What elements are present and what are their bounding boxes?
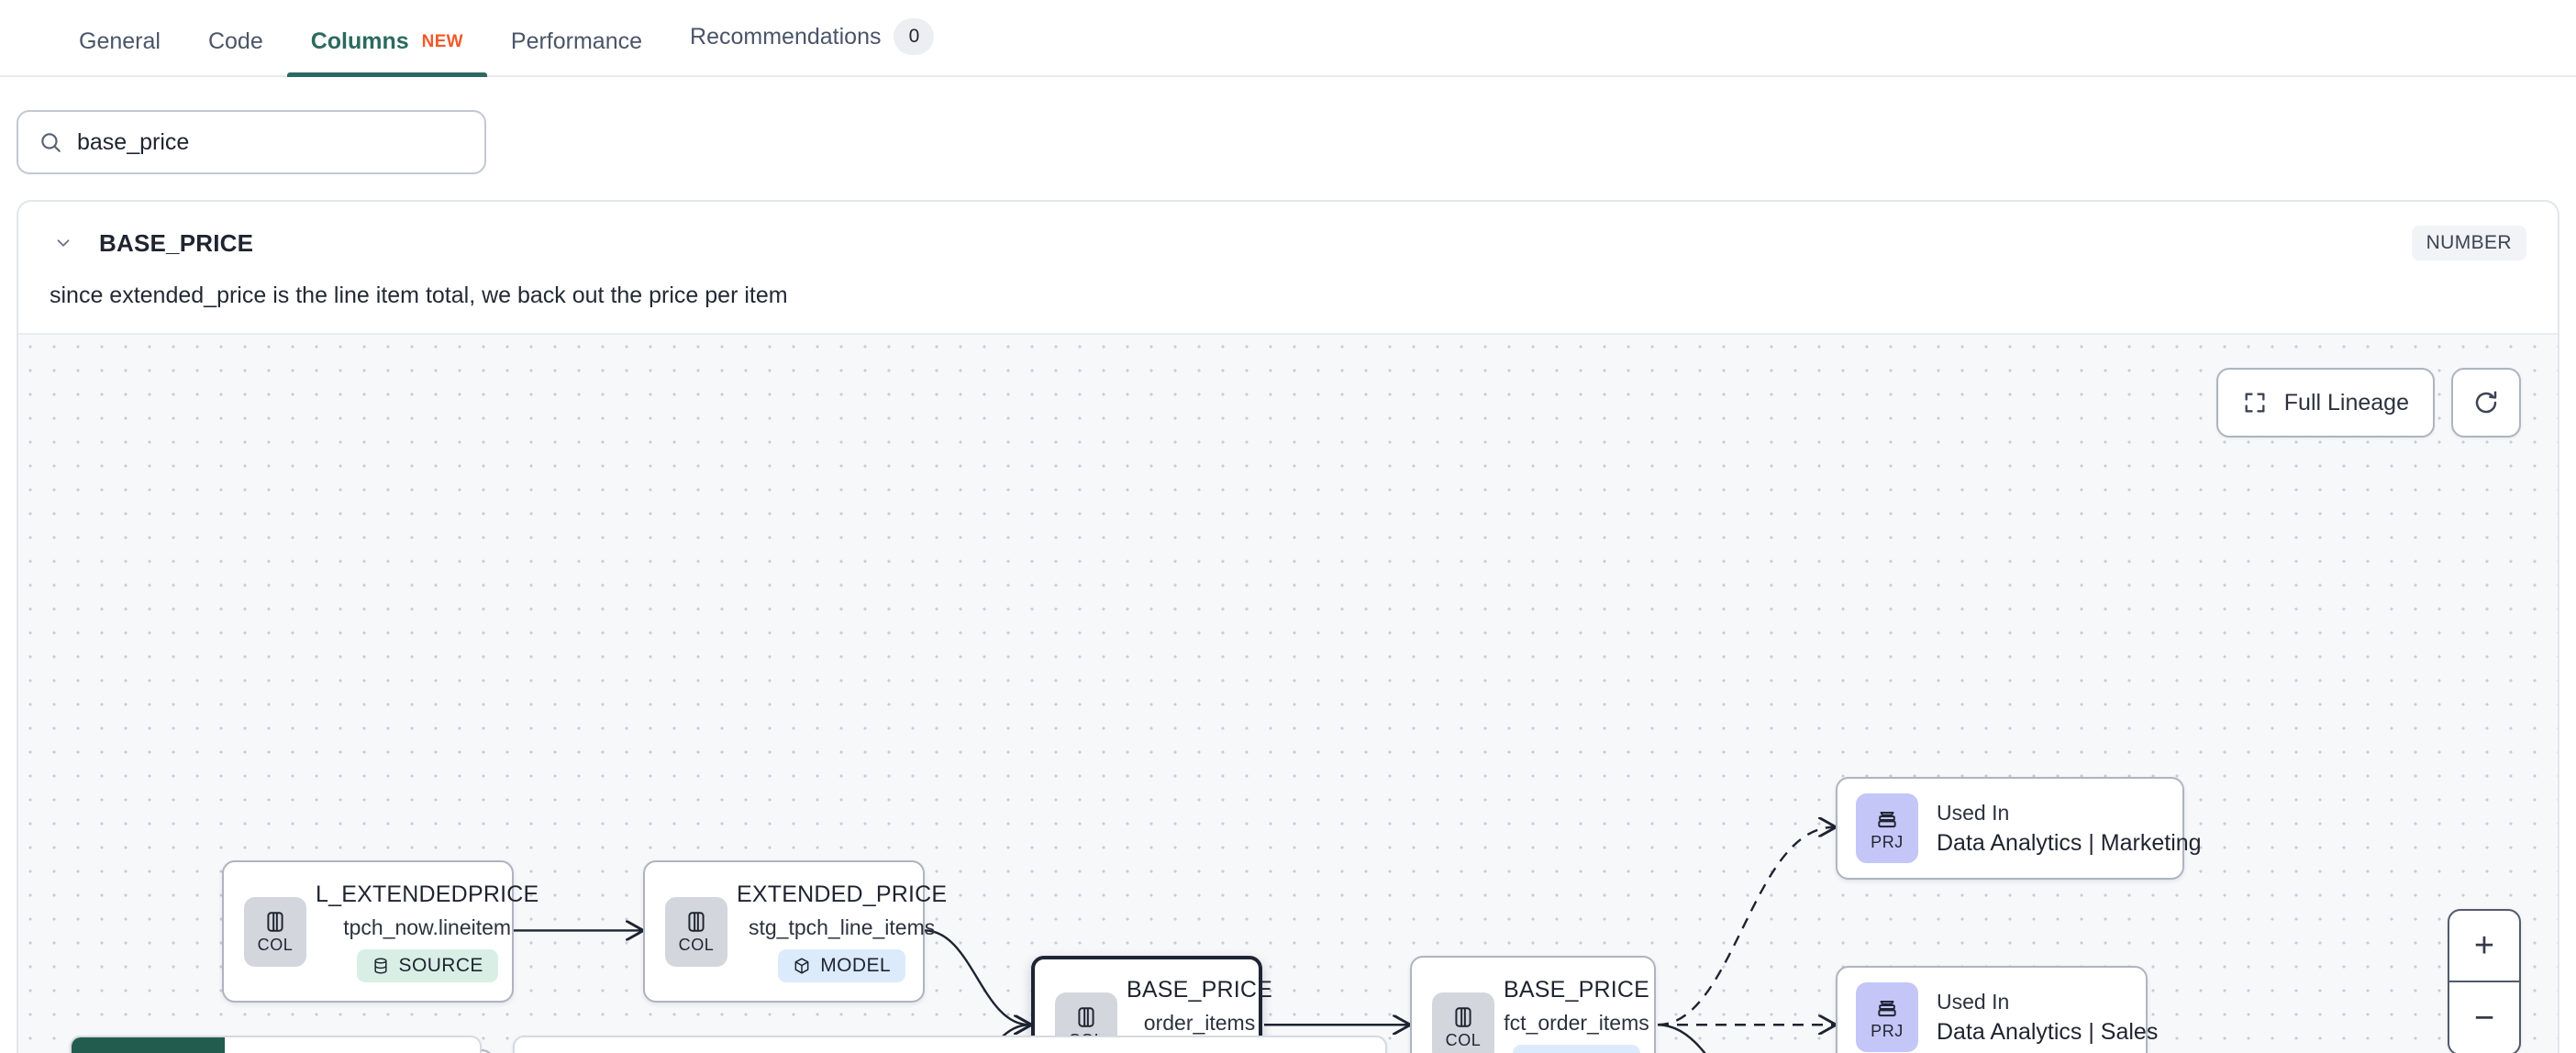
tab-label: Columns	[310, 28, 409, 54]
node-kind-badge: MODEL	[1513, 1044, 1640, 1053]
tab-label: General	[79, 28, 161, 54]
col-chip: COL	[1432, 992, 1494, 1053]
node-subtitle: stg_tpch_line_items	[748, 914, 936, 939]
lenses-segment: Lenses Relationships	[70, 1036, 482, 1053]
node-name: L_EXTENDEDPRICE	[316, 881, 539, 907]
project-name: Data Analytics | Marketing	[1937, 829, 2202, 856]
refresh-button[interactable]	[2451, 368, 2521, 438]
node-name: BASE_PRICE	[1127, 976, 1273, 1003]
col-chip: COL	[665, 896, 727, 967]
chip-label: COL	[1445, 1031, 1482, 1049]
column-name: BASE_PRICE	[99, 228, 254, 257]
tab-general[interactable]: General	[55, 28, 184, 75]
prj-chip: PRJ	[1856, 982, 1918, 1052]
chevron-down-icon[interactable]	[50, 229, 77, 257]
relationships-dropdown[interactable]: Relationships	[224, 1037, 480, 1053]
project-used-in-label: Used In	[1937, 800, 2010, 825]
chip-label: COL	[257, 936, 294, 954]
lineage-node-l-extendedprice[interactable]: COL L_EXTENDEDPRICE tpch_now.lineitem SO…	[222, 860, 539, 1003]
recommendations-count-badge: 0	[894, 18, 935, 55]
column-description: since extended_price is the line item to…	[50, 283, 788, 308]
lineage-node-project-marketing[interactable]: PRJ Used In Data Analytics | Marketing	[1836, 777, 2202, 880]
node-subtitle: order_items	[1143, 1010, 1256, 1035]
tab-performance[interactable]: Performance	[487, 28, 666, 75]
search-input[interactable]	[77, 128, 464, 156]
kind-label: SOURCE	[398, 954, 483, 976]
tab-new-badge: NEW	[421, 31, 463, 51]
tab-label: Performance	[510, 28, 643, 54]
full-lineage-button[interactable]: Full Lineage	[2215, 368, 2435, 438]
column-type-badge: NUMBER	[2411, 226, 2526, 260]
tab-label: Code	[207, 28, 263, 54]
prj-chip: PRJ	[1856, 793, 1918, 863]
node-kind-badge: SOURCE	[356, 948, 498, 982]
search-icon	[39, 130, 62, 154]
column-icon	[267, 912, 283, 932]
column-detail-panel: BASE_PRICE NUMBER since extended_price i…	[17, 200, 2559, 1053]
search-area	[0, 77, 2576, 174]
column-icon	[1455, 1007, 1471, 1027]
node-subtitle: tpch_now.lineitem	[343, 914, 512, 939]
project-used-in-label: Used In	[1937, 989, 2010, 1014]
full-lineage-label: Full Lineage	[2283, 389, 2409, 416]
tab-code[interactable]: Code	[184, 28, 287, 75]
tab-label: Recommendations	[690, 23, 882, 50]
zoom-out-button[interactable]: −	[2473, 999, 2495, 1037]
kind-label: MODEL	[1555, 1050, 1626, 1053]
lineage-top-controls: Full Lineage	[2215, 368, 2521, 438]
lineage-edges	[514, 335, 2558, 1053]
lineage-node-project-sales[interactable]: PRJ Used In Data Analytics | Sales	[1836, 966, 2158, 1053]
chip-label: PRJ	[1871, 832, 1904, 851]
zoom-in-button[interactable]: +	[2449, 911, 2519, 982]
node-name: BASE_PRICE	[1504, 976, 1650, 1003]
tab-columns[interactable]: Columns NEW	[286, 28, 488, 77]
lineage-node-extended-price[interactable]: COL EXTENDED_PRICE stg_tpch_line_items M…	[643, 860, 947, 1003]
lineage-node-base-price-fct-order-items[interactable]: COL BASE_PRICE fct_order_items MODEL	[1410, 956, 1656, 1053]
expand-icon	[2242, 390, 2268, 416]
cube-icon	[794, 957, 809, 974]
tab-bar: General Code Columns NEW Performance Rec…	[0, 0, 2576, 77]
lineage-canvas[interactable]: COL L_EXTENDEDPRICE tpch_now.lineitem SO…	[18, 333, 2558, 1053]
node-subtitle: fct_order_items	[1504, 1010, 1649, 1035]
zoom-controls[interactable]: + −	[2448, 909, 2521, 1053]
kind-label: MODEL	[820, 954, 891, 976]
lenses-button[interactable]: Lenses	[72, 1037, 225, 1053]
lineage-bottom-bar: Lenses Relationships	[70, 1036, 1388, 1053]
column-icon	[1078, 1007, 1094, 1027]
lineage-legend: Model Source Snapshot Seed Metric	[512, 1036, 1388, 1053]
database-icon	[373, 958, 387, 974]
project-icon	[1878, 1000, 1896, 1016]
column-icon	[688, 912, 705, 932]
column-header: BASE_PRICE NUMBER	[18, 202, 2558, 260]
chip-label: COL	[678, 936, 715, 954]
chip-label: PRJ	[1871, 1021, 1904, 1040]
refresh-icon	[2472, 389, 2500, 416]
col-chip: COL	[244, 896, 306, 967]
search-box[interactable]	[17, 110, 486, 174]
node-name: EXTENDED_PRICE	[737, 881, 948, 907]
project-name: Data Analytics | Sales	[1937, 1018, 2159, 1045]
project-icon	[1878, 811, 1896, 827]
tab-recommendations[interactable]: Recommendations 0	[666, 18, 958, 75]
node-kind-badge: MODEL	[778, 948, 905, 982]
